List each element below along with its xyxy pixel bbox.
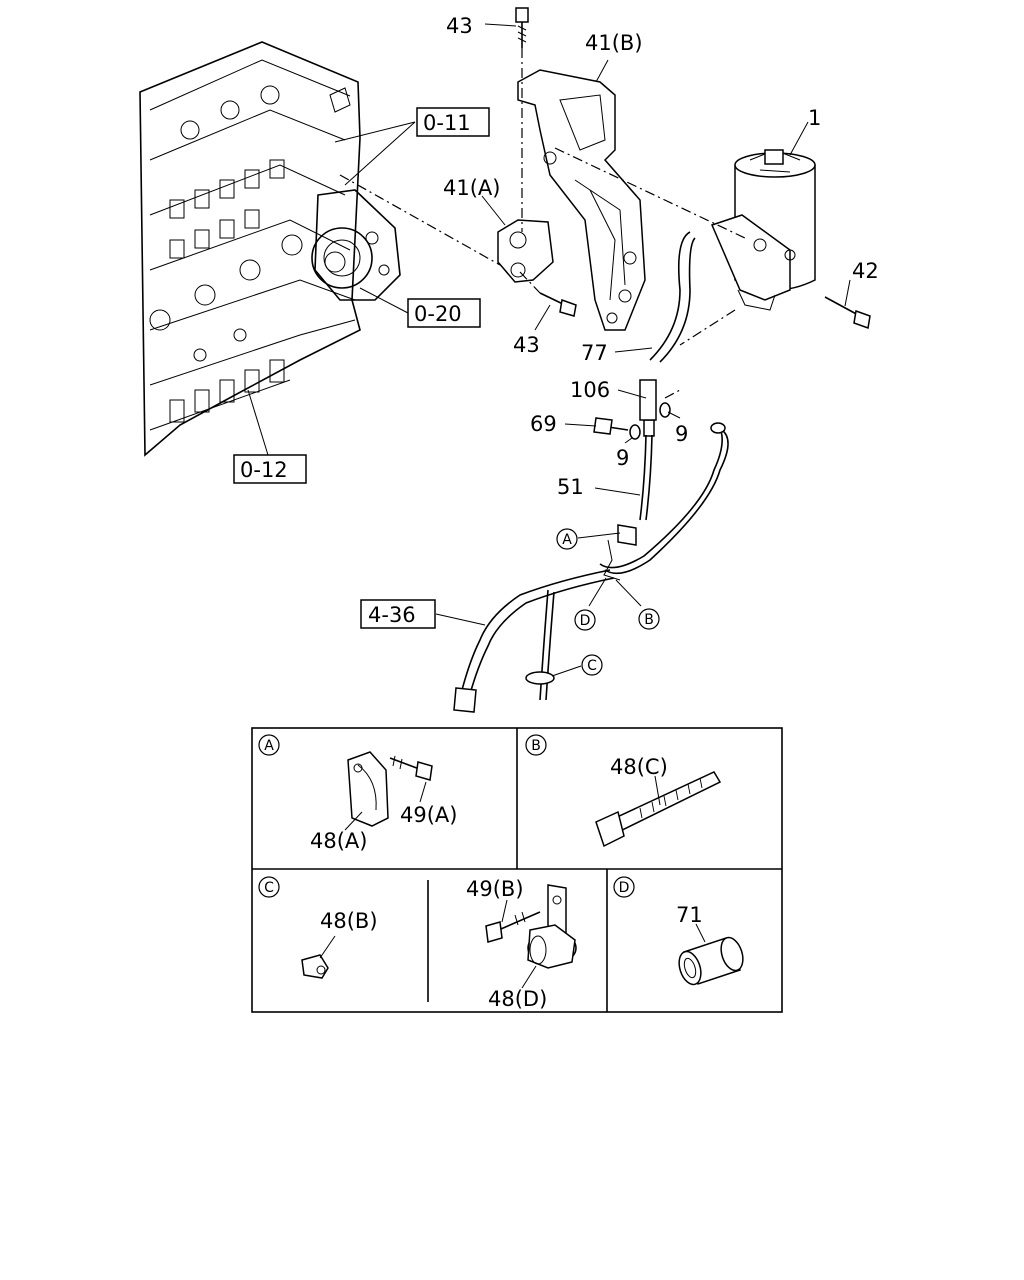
marker-b: B <box>638 608 660 630</box>
ref-box-4-36[interactable]: 4-36 <box>360 599 436 629</box>
svg-text:C: C <box>587 658 597 674</box>
bolt-42 <box>824 296 871 330</box>
label-48a: 48(A) <box>310 829 367 853</box>
ref-box-0-11-label: 0-11 <box>423 111 471 135</box>
bolt-49-b <box>485 911 541 943</box>
marker-c: C <box>581 654 603 676</box>
pipe-51 <box>599 422 729 575</box>
callout-1: 1 <box>808 106 821 130</box>
label-48c: 48(C) <box>610 755 668 779</box>
label-71: 71 <box>676 903 703 927</box>
bracket-41-b <box>517 69 646 331</box>
clamp-48-d <box>527 884 577 969</box>
detail-panel-b: B 48(C) <box>525 734 722 848</box>
hose-77 <box>649 231 696 363</box>
marker-a: A <box>556 528 578 550</box>
callout-43-top: 43 <box>446 14 473 38</box>
label-48d: 48(D) <box>488 987 547 1011</box>
bolt-43-bottom <box>519 271 577 317</box>
panel-d-marker: D <box>619 880 630 896</box>
ref-box-0-12-label: 0-12 <box>240 458 288 482</box>
clip-48-b <box>301 954 329 979</box>
ref-box-0-12[interactable]: 0-12 <box>233 454 307 484</box>
panel-b-marker: B <box>531 738 541 754</box>
panel-a-marker: A <box>264 738 274 754</box>
bracket-41-a <box>497 219 554 283</box>
pipe-4-36 <box>453 524 637 713</box>
panel-c-marker: C <box>264 880 274 896</box>
callout-41a: 41(A) <box>443 176 500 200</box>
sleeve-71 <box>678 936 744 986</box>
label-49a: 49(A) <box>400 803 457 827</box>
label-49b: 49(B) <box>466 877 524 901</box>
callout-9-left: 9 <box>616 446 629 470</box>
callout-9-right: 9 <box>675 422 688 446</box>
callout-69: 69 <box>530 412 557 436</box>
ref-box-0-20[interactable]: 0-20 <box>407 298 481 328</box>
callout-51: 51 <box>557 475 584 499</box>
engine-block-illustration <box>139 41 401 457</box>
ref-box-4-36-label: 4-36 <box>368 603 416 627</box>
bolt-69 <box>593 402 671 440</box>
cable-tie-48-c <box>595 771 722 848</box>
callout-42: 42 <box>852 259 879 283</box>
callout-41b: 41(B) <box>585 31 643 55</box>
svg-text:D: D <box>580 613 591 629</box>
detail-table <box>251 727 783 1013</box>
svg-text:A: A <box>562 532 572 548</box>
ref-box-0-20-label: 0-20 <box>414 302 462 326</box>
detail-panel-c: C 48(B) 49(B) 48(D) <box>258 876 577 1011</box>
callout-77: 77 <box>581 341 608 365</box>
callout-106: 106 <box>570 378 610 402</box>
bolt-43-top <box>515 7 529 232</box>
bolt-49-a <box>389 755 433 781</box>
joint-106 <box>639 309 736 437</box>
callout-43-bottom: 43 <box>513 333 540 357</box>
clip-48-a <box>347 751 389 827</box>
leader-lines <box>247 23 851 677</box>
fuel-filter-assembly <box>554 147 816 311</box>
label-48b: 48(B) <box>320 909 378 933</box>
ref-box-0-11[interactable]: 0-11 <box>416 107 490 137</box>
svg-text:B: B <box>644 612 654 628</box>
marker-d: D <box>574 609 596 631</box>
detail-panel-d: D 71 <box>613 876 744 986</box>
detail-panel-a: A 49(A) 48(A) <box>258 734 457 853</box>
